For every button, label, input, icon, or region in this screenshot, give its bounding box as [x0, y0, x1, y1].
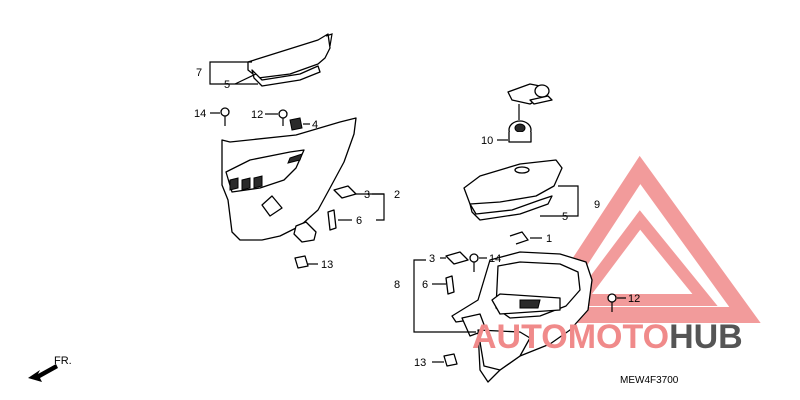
label-5-top: 5 [224, 79, 230, 91]
label-13-left: 13 [321, 259, 333, 271]
front-direction-arrow: FR. [28, 355, 72, 382]
bolt-14-left [220, 107, 230, 126]
label-3-left: 3 [364, 189, 370, 201]
clip-4 [289, 117, 303, 131]
bolt-14-right [469, 253, 479, 272]
inner-cover-left [221, 117, 357, 243]
tape-6-left [327, 209, 337, 231]
label-5-right: 5 [562, 211, 568, 223]
direction-label: FR. [54, 355, 72, 367]
label-3-right: 3 [429, 253, 435, 265]
pad-3-right [445, 251, 469, 265]
clip-1 [509, 231, 529, 245]
label-13-right: 13 [414, 357, 426, 369]
label-14-left: 14 [194, 108, 206, 120]
label-6-left: 6 [356, 215, 362, 227]
key-cylinder-10 [507, 83, 553, 143]
watermark-text: AUTOMOTOHUB [472, 318, 743, 356]
leader-lines [209, 61, 626, 363]
screw-12-left [278, 109, 288, 126]
screw-12-right [607, 293, 617, 312]
watermark-logo [530, 155, 761, 323]
label-10: 10 [481, 135, 493, 147]
label-4: 4 [312, 119, 318, 131]
part-labels: 7 5 14 12 4 3 2 6 13 10 9 5 1 3 14 8 6 1… [194, 67, 640, 369]
tape-6-right [445, 275, 455, 295]
watermark-text-part2: HUB [669, 318, 743, 356]
label-2: 2 [394, 189, 400, 201]
pocket-lid-right [463, 159, 563, 221]
pocket-lid-upper [247, 33, 333, 87]
label-7: 7 [196, 67, 202, 79]
label-6-right: 6 [422, 279, 428, 291]
label-14-right: 14 [489, 253, 501, 265]
inner-cover-right [451, 251, 593, 383]
label-1: 1 [546, 233, 552, 245]
label-12-left: 12 [251, 109, 263, 121]
watermark-text-part1: AUTOMOTO [472, 318, 669, 356]
diagram-code: MEW4F3700 [620, 375, 679, 386]
grommet-13-left [294, 255, 309, 269]
label-8: 8 [394, 279, 400, 291]
grommet-13-right [443, 353, 458, 367]
label-12-right: 12 [628, 293, 640, 305]
label-9: 9 [594, 199, 600, 211]
pad-3-left [333, 185, 357, 199]
